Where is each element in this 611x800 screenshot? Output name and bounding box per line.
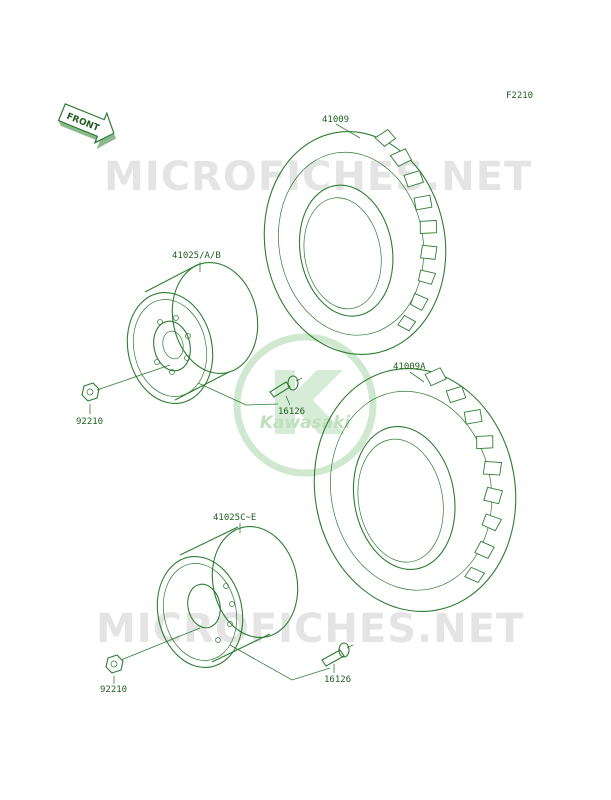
wheel-upper-bolt-holes xyxy=(154,315,191,375)
kawasaki-logo: Kawasaki xyxy=(233,333,377,477)
nut-lower xyxy=(105,654,124,674)
figure-code: F2210 xyxy=(506,91,533,101)
front-arrow-icon: FRONT xyxy=(57,103,117,149)
leader-valve-lower-to-wheel xyxy=(229,644,331,681)
wheel-lower-bolt-holes xyxy=(215,583,235,643)
leader-valve-upper-to-wheel xyxy=(197,382,279,406)
label-tire-lower: 41009A xyxy=(393,362,426,372)
leader-tire-lower xyxy=(409,371,425,383)
leader-tire-upper xyxy=(335,123,361,139)
tread-upper xyxy=(374,128,438,332)
label-nut-lower: 92210 xyxy=(100,685,127,695)
valve-upper xyxy=(269,375,303,398)
logo-text: Kawasaki xyxy=(260,413,352,433)
watermark-top: MICROFICHES.NET xyxy=(104,154,532,200)
label-wheel-lower: 41025C~E xyxy=(213,513,256,523)
nut-upper xyxy=(81,382,100,402)
label-tire-upper: 41009 xyxy=(322,115,349,125)
tire-upper xyxy=(263,128,447,355)
valve-lower xyxy=(321,642,354,667)
tire-lower xyxy=(313,367,517,612)
watermark-bottom: MICROFICHES.NET xyxy=(96,606,524,652)
label-valve-lower: 16126 xyxy=(324,675,351,685)
leader-valve-upper xyxy=(285,395,291,406)
wheel-lower xyxy=(156,525,299,669)
tread-lower xyxy=(424,367,504,584)
leader-nut-upper-to-wheel xyxy=(96,364,171,391)
label-nut-upper: 92210 xyxy=(76,417,103,427)
label-wheel-upper: 41025/A/B xyxy=(172,251,221,261)
wheel-upper xyxy=(126,261,259,405)
label-valve-upper: 16126 xyxy=(278,407,305,417)
leader-nut-lower-to-wheel xyxy=(120,627,201,661)
